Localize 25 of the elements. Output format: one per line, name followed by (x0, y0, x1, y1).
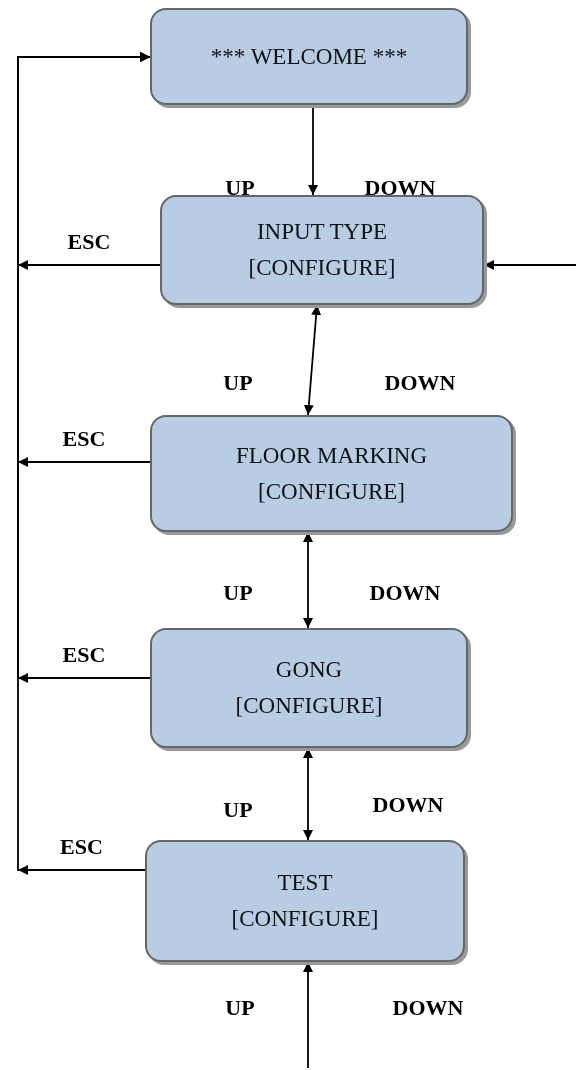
menu-title: INPUT TYPE (256, 218, 388, 247)
key-label: UP (223, 370, 253, 396)
menu-title: FLOOR MARKING (235, 441, 427, 470)
key-label: UP (225, 995, 255, 1021)
key-label: DOWN (372, 792, 444, 818)
menu-title: *** WELCOME *** (210, 42, 408, 71)
menu-subtitle: [CONFIGURE] (231, 905, 379, 933)
menu-box (150, 8, 468, 105)
menu-title: TEST (277, 869, 333, 898)
key-label: DOWN (369, 580, 441, 606)
menu-title: GONG (275, 656, 343, 685)
key-label: DOWN (364, 175, 436, 201)
key-label: UP (223, 797, 253, 823)
menu-subtitle: [CONFIGURE] (235, 692, 383, 720)
key-label: UP (223, 580, 253, 606)
menu-box (150, 415, 513, 532)
menu-box (145, 840, 465, 962)
menu-subtitle: [CONFIGURE] (248, 254, 396, 282)
menu-box (150, 628, 468, 748)
menu-box (160, 195, 484, 305)
key-label: DOWN (384, 370, 456, 396)
escape-arrow (17, 52, 151, 871)
key-label: UP (225, 175, 255, 201)
key-label: DOWN (392, 995, 464, 1021)
menu-subtitle: [CONFIGURE] (258, 477, 405, 506)
